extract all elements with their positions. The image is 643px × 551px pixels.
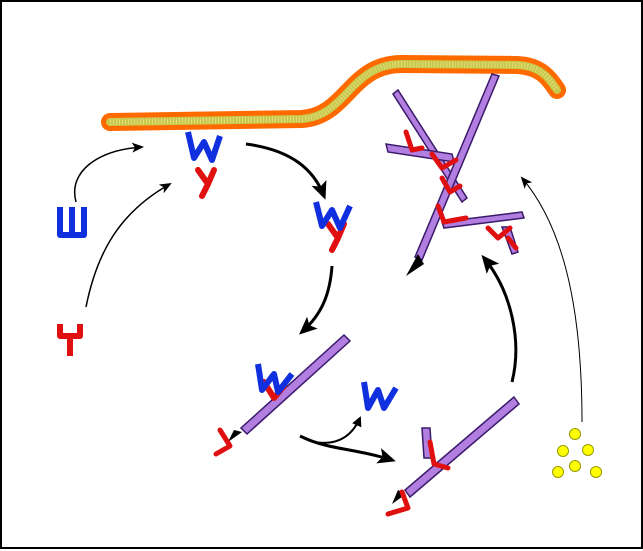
monomer-dot (557, 445, 569, 457)
monomer-dot (590, 466, 602, 478)
y-protein-icon (57, 324, 83, 356)
monomer-dot (569, 460, 581, 472)
arrow (73, 142, 144, 203)
arrow (299, 434, 396, 464)
arrow (299, 265, 334, 335)
monomer-pool (552, 428, 602, 478)
monomer-dot (552, 466, 564, 478)
arrow (85, 183, 172, 308)
filament-end (406, 254, 424, 276)
wy-complex-filament (255, 363, 295, 401)
monomer-dot (582, 444, 594, 456)
arrow (245, 142, 327, 200)
arrow (520, 176, 583, 423)
branched-network (384, 73, 526, 276)
membrane (101, 55, 566, 131)
y-protein-icon (403, 129, 519, 251)
actin-filament (228, 333, 352, 442)
y-protein-icon (213, 427, 233, 457)
arrow (313, 416, 362, 444)
y-protein-icon (385, 489, 411, 517)
actin-filament (392, 395, 521, 504)
w-protein-icon (57, 207, 87, 238)
wy-complex-membrane (185, 131, 223, 199)
w-protein-icon (361, 381, 399, 411)
arrow (481, 254, 518, 383)
y-protein-icon (427, 439, 451, 471)
wy-complex-free (313, 201, 353, 253)
monomer-dot (569, 428, 581, 440)
